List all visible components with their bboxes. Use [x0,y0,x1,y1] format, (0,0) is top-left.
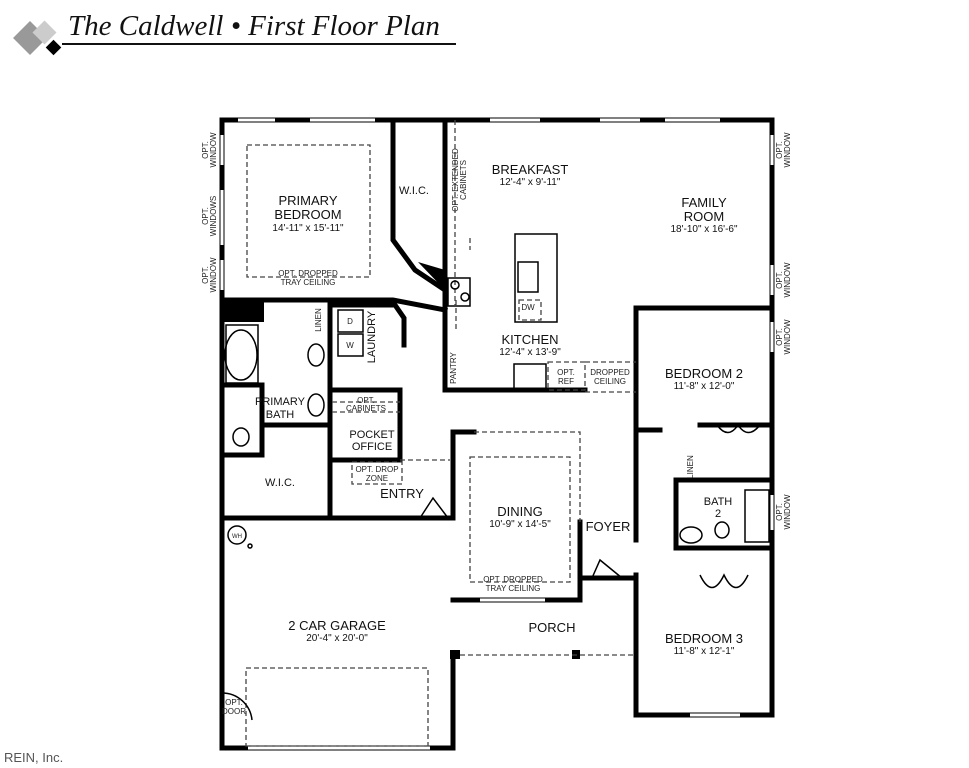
room-name: ROOM [684,209,724,224]
toilet-icon [232,427,250,447]
note: ZONE [366,474,388,483]
kitchen-island [514,233,558,323]
toilet-icon [714,521,730,539]
windows [220,118,774,750]
note: CEILING [594,377,626,386]
linen-label: LINEN [314,308,323,332]
sink-icon [307,393,325,417]
note: OPT. DROPPED [278,269,338,278]
closet-doors [699,573,749,589]
room-dims: 11'-8" x 12'-0" [674,381,735,392]
room-family: FAMILY [681,195,727,210]
room-bedroom3: BEDROOM 3 [665,631,743,646]
bathtub-icon [224,329,258,381]
room-laundry: LAUNDRY [366,310,378,363]
room-kitchen: KITCHEN [501,332,558,347]
note: OPT. [775,328,784,346]
note: WINDOW [209,132,218,168]
note: WINDOW [783,319,792,355]
sink-icon [679,526,703,544]
room-name: OFFICE [352,441,392,453]
room-name: 2 [715,508,721,520]
cooktop-icon [447,277,471,307]
water-heater-label: WH [232,534,242,540]
note: OPT. DROPPED [483,575,543,584]
note: OPT. [201,207,210,225]
room-garage: 2 CAR GARAGE [288,618,386,633]
room-bedroom2: BEDROOM 2 [665,366,743,381]
room-primary-bedroom: PRIMARY [279,193,338,208]
room-name: BEDROOM [274,207,341,222]
room-dining: DINING [497,504,543,519]
dryer-label: D [347,317,353,326]
dishwasher-label: DW [521,303,535,312]
note: OPT. [201,266,210,284]
plan-title: The Caldwell • First Floor Plan [68,10,440,42]
note: OPT. [775,503,784,521]
room-dims: 18'-10" x 16'-6" [670,224,738,235]
room-primary-bath: PRIMARY [255,396,306,408]
room-dims: 11'-8" x 12'-1" [674,646,735,657]
optional-outlines [245,120,636,747]
note: OPT. [201,141,210,159]
room-wic-lower: W.I.C. [265,477,295,489]
note: CABINETS [459,160,468,200]
sink-icon [307,343,325,367]
sink-icon [517,261,539,293]
room-entry: ENTRY [380,486,424,501]
note: TRAY CEILING [486,584,541,593]
note: WINDOW [783,494,792,530]
room-dims: 20'-4" x 20'-0" [306,633,368,644]
opt-door-swing [221,692,253,721]
credit-footer: REIN, Inc. [4,750,64,765]
note: WINDOW [783,132,792,168]
note: OPT. [557,368,575,377]
room-porch: PORCH [529,620,576,635]
washer-label: W [346,341,354,350]
title-underline [62,43,456,45]
room-name: BATH [266,409,295,421]
note: OPT. [225,698,243,707]
note: TRAY CEILING [281,278,336,287]
note: WINDOW [209,257,218,293]
note: WINDOWS [209,196,218,236]
note: DROPPED [590,368,630,377]
water-heater-icon [227,525,247,545]
door-swing [419,496,449,519]
note: OPT. DROP [355,465,398,474]
room-dims: 14'-11" x 15'-11" [272,223,344,234]
door-swing [591,558,623,579]
note: OPT. EXTENDED [451,148,460,212]
room-pantry: PANTRY [449,351,458,383]
room-dims: 12'-4" x 9'-11" [500,177,561,188]
room-pocket-office: POCKET [349,429,395,441]
room-foyer: FOYER [586,519,631,534]
note: OPT. [775,271,784,289]
fixtures [221,233,770,721]
room-bath2: BATH [704,496,733,508]
note: WINDOW [783,262,792,298]
note: CABINETS [346,404,386,413]
note: OPT. [357,396,375,405]
linen-label: LINEN [686,455,695,479]
closet-doors [716,423,761,434]
bathtub-icon [744,489,770,543]
room-dims: 10'-9" x 14'-5" [489,519,551,530]
room-labels: PRIMARY BEDROOM 14'-11" x 15'-11" OPT. D… [201,132,792,716]
note: OPT. [775,141,784,159]
note: DOOR [222,707,246,716]
room-wic-upper: W.I.C. [399,185,429,197]
room-breakfast: BREAKFAST [492,162,569,177]
room-dims: 12'-4" x 13'-9" [499,347,561,358]
note: REF [558,377,574,386]
